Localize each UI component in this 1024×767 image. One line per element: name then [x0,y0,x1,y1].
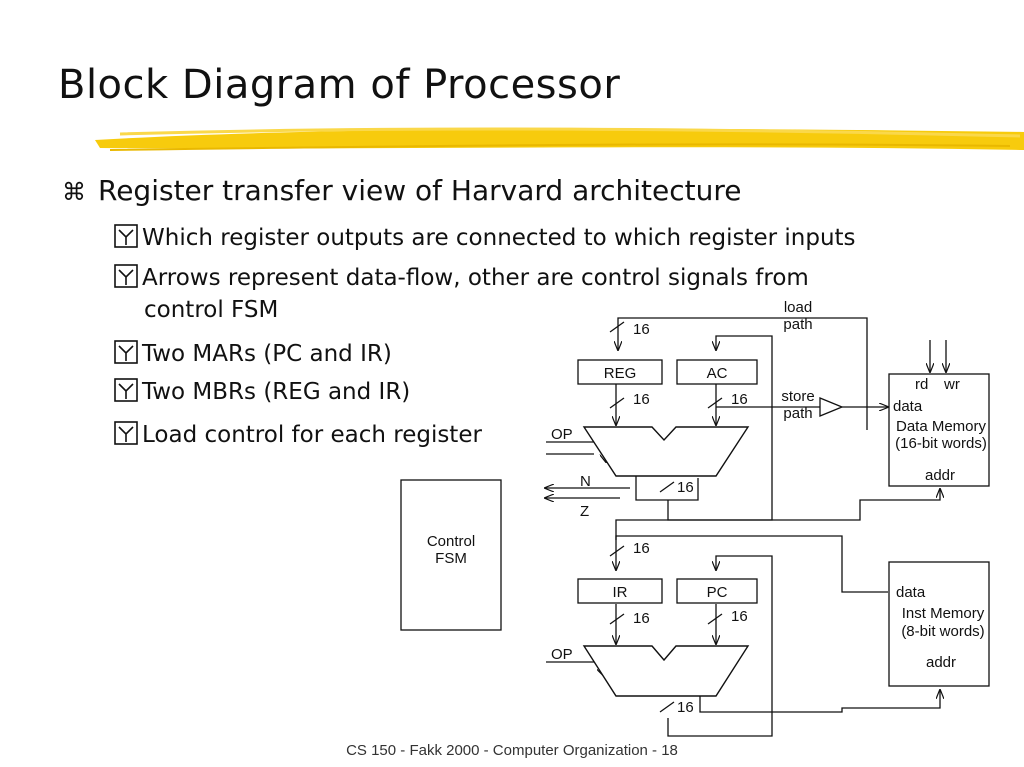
op-label-bottom: OP [551,646,573,663]
bus-width-label: 16 [633,391,650,408]
inst-memory-name: Inst Memory [902,605,985,622]
slide-footer: CS 150 - Fakk 2000 - Computer Organizati… [346,742,678,759]
bus-width-label: 16 [731,608,748,625]
bullet-level1: ⌘ Register transfer view of Harvard archi… [62,174,742,207]
checkbox-y-icon [114,264,142,288]
command-key-icon: ⌘ [62,178,86,206]
sub-bullet: Two MBRs (REG and IR) [114,376,410,408]
store-buffer-triangle [819,397,844,417]
alu-top [582,426,750,477]
sub-bullet: Arrows represent data-flow, other are co… [114,262,809,326]
data-memory-desc: (16-bit words) [895,435,987,452]
pc-label: PC [707,584,728,601]
bus-width-label: 16 [633,321,650,338]
inst-memory-data: data [896,584,926,601]
reg-label: REG [604,365,637,382]
data-memory-box [888,373,990,487]
pc-register-box [676,578,758,604]
checkbox-y-icon [114,340,142,364]
sub-bullet-text: Arrows represent data-flow, other are co… [142,265,809,291]
sub-bullet-text: Load control for each register [142,422,482,448]
sub-bullet-text: Two MARs (PC and IR) [142,341,392,367]
data-memory-addr: addr [925,467,955,484]
bus-width-label: 16 [633,610,650,627]
store-path-label: path [783,405,812,422]
load-path-label: load [784,299,812,316]
data-memory-wr: wr [943,376,960,393]
inst-memory-box [888,561,990,687]
slide-title: Block Diagram of Processor [58,62,621,108]
bus-width-label: 16 [633,540,650,557]
z-flag-label: Z [580,503,589,520]
bus-width-label: 16 [677,699,694,716]
checkbox-y-icon [114,378,142,402]
reg-register-box [577,359,663,385]
sub-bullet-continuation: control FSM [144,297,279,323]
control-fsm-label: Control [427,533,475,550]
sub-bullet: Two MARs (PC and IR) [114,338,392,370]
data-memory-rd: rd [915,376,928,393]
store-path-label: store [781,388,814,405]
ir-label: IR [613,584,628,601]
bullet-level1-text: Register transfer view of Harvard archit… [98,174,742,207]
ac-register-box [676,359,758,385]
ir-register-box [577,578,663,604]
data-memory-data: data [893,398,923,415]
sub-bullet: Which register outputs are connected to … [114,222,856,254]
checkbox-y-icon [114,224,142,248]
control-fsm-label: FSM [435,550,467,567]
alu-bottom [582,645,750,697]
ac-label: AC [707,365,728,382]
bus-width-label: 16 [731,391,748,408]
data-memory-name: Data Memory [896,418,987,435]
inst-memory-addr: addr [926,654,956,671]
bus-width-label: 16 [677,479,694,496]
sub-bullet-text: Two MBRs (REG and IR) [142,379,411,405]
sub-bullet: Load control for each register [114,419,482,451]
sub-bullet-text: Which register outputs are connected to … [142,225,856,251]
n-flag-label: N [580,473,591,490]
inst-memory-desc: (8-bit words) [901,623,984,640]
op-label-top: OP [551,426,573,443]
load-path-label: path [783,316,812,333]
checkbox-y-icon [114,421,142,445]
control-fsm-box [400,479,502,631]
